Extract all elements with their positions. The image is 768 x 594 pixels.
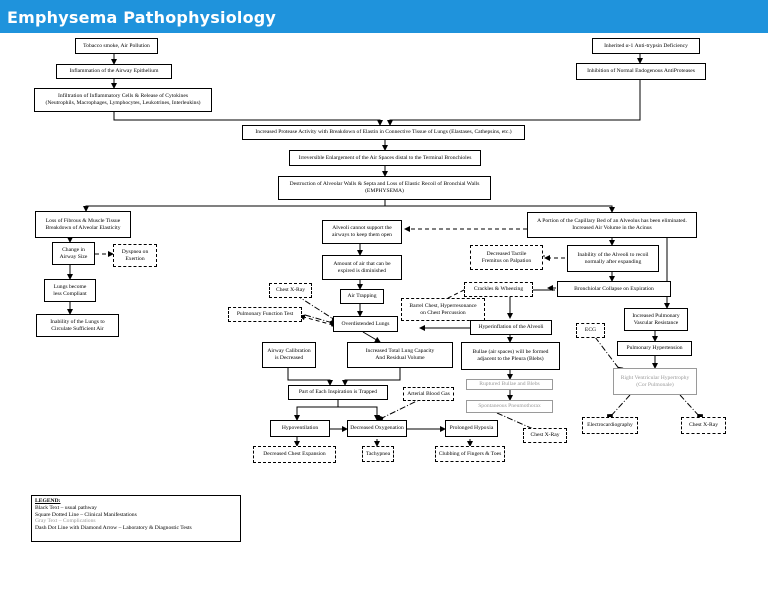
node-inherited: Inherited α-1 Anti-trypsin Deficiency [592, 38, 700, 54]
node-airway-calibration: Airway Calibration is Decreased [262, 342, 316, 368]
node-barrel-chest: Barrel Chest, Hyperresonance on Chest Pe… [401, 298, 485, 321]
node-tobacco: Tobacco smoke, Air Pollution [75, 38, 158, 54]
legend-square-dotted: Square Dotted Line – Clinical Manifestat… [35, 511, 137, 518]
node-alveoli-cannot: Alveoli cannot support the airways to ke… [322, 220, 402, 244]
node-capillary: A Portion of the Capillary Bed of an Alv… [527, 212, 697, 238]
page-title: Emphysema Pathophysiology [7, 8, 277, 27]
node-overdistended: Overdistended Lungs [333, 316, 398, 332]
legend: LEGEND: Black Text – usual pathway Squar… [31, 495, 241, 542]
legend-dash-dot: Dash Dot Line with Diamond Arrow – Labor… [35, 525, 192, 532]
node-ruptured-bullae: Ruptured Bullae and Blebs [466, 379, 553, 390]
node-inability-circulate: Inability of the Lungs to Circulate Suff… [36, 314, 119, 337]
legend-title: LEGEND: [35, 498, 61, 504]
node-destruction: Destruction of Alveolar Walls & Septa an… [278, 176, 491, 200]
node-chest-xray-1: Chest X-Ray [269, 283, 312, 298]
node-tlc: Increased Total Lung Capacity And Residu… [347, 342, 453, 368]
node-pulmonary-hypertension: Pulmonary Hypertension [617, 341, 692, 356]
node-protease: Increased Protease Activity with Breakdo… [242, 125, 525, 140]
node-vascular-resistance: Increased Pulmonary Vascular Resistance [624, 308, 688, 331]
node-air-trapping: Air Trapping [340, 289, 384, 304]
node-hypoventilation: Hypoventilation [270, 420, 330, 437]
node-dyspnea: Dyspnea on Exertion [113, 244, 157, 267]
node-tachypnea: Tachypnea [362, 446, 394, 462]
node-decreased-chest-expansion: Decreased Chest Expansion [253, 446, 336, 463]
node-electrocardiography: Electrocardiography [582, 417, 638, 434]
node-inability-alveoli: Inability of the Alveoli to recoil norma… [567, 245, 659, 272]
title-bar: Emphysema Pathophysiology [0, 0, 768, 33]
node-hyperinflation: Hyperinflation of the Alveoli [470, 320, 552, 335]
node-crackles: Crackles & Wheezing [464, 282, 533, 297]
node-inhibition: Inhibition of Normal Endogenous AntiProt… [576, 63, 706, 80]
node-bullae: Bullae (air spaces) will be formed adjac… [461, 342, 560, 370]
node-infiltration: Infiltration of Inflammatory Cells & Rel… [34, 88, 212, 112]
node-bronchiolar-collapse: Bronchiolar Collapse on Expiration [557, 281, 671, 297]
node-chest-xray-3: Chest X-Ray [681, 417, 726, 434]
node-pulmonary-function-test: Pulmonary Function Test [228, 307, 302, 322]
node-part-inspiration: Part of Each Inspiration is Trapped [288, 385, 388, 400]
node-rv-hypertrophy: Right Ventricular Hypertrophy (Cor Pulmo… [613, 368, 697, 395]
node-tactile-fremitus: Decreased Tactile Fremitus on Palpation [470, 245, 543, 270]
node-clubbing: Clubbing of Fingers & Toes [435, 446, 505, 462]
node-inflammation: Inflammation of the Airway Epithelium [56, 64, 172, 79]
node-prolonged-hypoxia: Prolonged Hypoxia [445, 420, 498, 437]
node-abg: Arterial Blood Gas [403, 387, 454, 401]
legend-black-text: Black Text – usual pathway [35, 504, 97, 511]
node-change-airway: Change in Airway Size [52, 242, 95, 265]
node-air-expired: Amount of air that can be expired is dim… [322, 255, 402, 280]
legend-gray-text: Gray Text – Complications [35, 518, 96, 525]
node-loss-fibrous: Loss of Fibrous & Muscle Tissue Breakdow… [35, 211, 131, 238]
node-irreversible: Irreversible Enlargement of the Air Spac… [289, 150, 481, 166]
node-less-compliant: Lungs become less Compliant [44, 279, 96, 302]
node-decreased-oxygenation: Decreased Oxygenation [347, 420, 407, 437]
node-chest-xray-2: Chest X-Ray [523, 428, 567, 443]
node-ecg: ECG [576, 323, 605, 338]
node-spontaneous-pneumothorax: Spontaneous Pneumothorax [466, 400, 553, 413]
